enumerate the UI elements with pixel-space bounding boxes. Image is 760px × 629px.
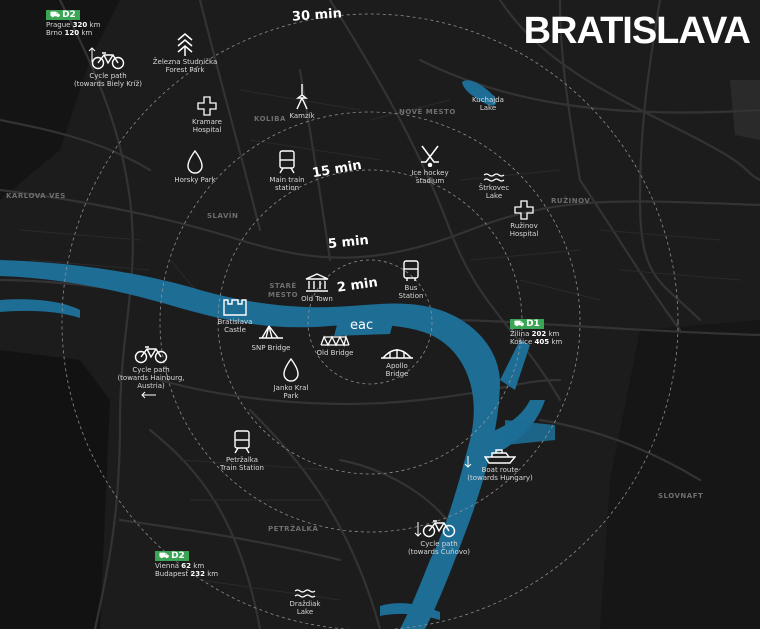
train-icon: [279, 150, 295, 174]
poi-old-bridge[interactable]: Old Bridge: [290, 335, 380, 357]
hospital-icon: [197, 96, 217, 116]
poi-bus-station[interactable]: Bus Station: [366, 260, 456, 300]
poi-horsky-park[interactable]: Horsky Park: [150, 150, 240, 184]
district-petrzalka: PETRŽALKA: [268, 525, 319, 533]
poi-old-town[interactable]: Old Town: [272, 273, 362, 303]
highway-badge: ⛟D2: [46, 10, 80, 20]
svg-text:eac: eac: [350, 318, 373, 333]
poi-janko-kral-park[interactable]: Janko Kral Park: [246, 358, 336, 400]
bicycle-icon: [91, 52, 125, 70]
district-slavin: SLAVÍN: [207, 212, 239, 220]
truss-bridge-icon: [320, 335, 350, 347]
highway-badge: ⛟D1: [510, 319, 544, 329]
ring-2min: [307, 259, 433, 385]
castle-icon: [223, 299, 247, 316]
district-nove-mesto: NOVÉ MESTO: [399, 108, 456, 116]
boat-icon: [484, 449, 516, 464]
city-title: BRATISLAVA: [523, 10, 751, 52]
poi-kamzik[interactable]: Kamzík: [257, 84, 347, 120]
poi-bratislava-castle[interactable]: Bratislava Castle: [190, 296, 280, 334]
lake-icon: [483, 173, 505, 182]
train-icon: [234, 430, 250, 454]
district-karlova-ves: KARLOVA VES: [6, 192, 66, 200]
bicycle-icon: [422, 520, 456, 538]
forest-icon: [177, 33, 193, 56]
bus-icon: [403, 260, 419, 281]
poi-apollo-bridge[interactable]: Apollo Bridge: [352, 346, 442, 378]
poi-boat-route[interactable]: Boat route (towards Hungary): [455, 448, 545, 482]
bicycle-icon: [134, 346, 168, 364]
poi-petrzalka-train-station[interactable]: Petržalka Train Station: [197, 430, 287, 472]
poi-cycle-path-cunovo[interactable]: Cycle path (towards Čuňovo): [394, 520, 484, 556]
poi-kuchajda-lake[interactable]: Kuchajda Lake: [472, 96, 504, 112]
highway-badge: ⛟D2: [155, 551, 189, 561]
poi-main-train-station[interactable]: Main train station: [242, 150, 332, 192]
ring-30min: [61, 13, 679, 629]
poi-cycle-path-hainburg[interactable]: Cycle path (towards Hainburg, Austria): [106, 346, 196, 390]
snp-bridge-icon: [259, 325, 283, 339]
tv-tower-icon: [295, 84, 309, 110]
highway-icon: ⛟: [514, 319, 525, 328]
hospital-icon: [514, 200, 534, 220]
park-icon: [283, 358, 299, 382]
park-icon: [187, 150, 203, 174]
poi-drazdiak-lake[interactable]: Draždiak Lake: [260, 588, 350, 616]
eac-logo[interactable]: eac: [334, 312, 398, 336]
district-koliba: KOLIBA: [254, 115, 286, 123]
highway-icon: ⛟: [50, 10, 61, 19]
poi-strkovec-lake[interactable]: Štrkovec Lake: [449, 172, 539, 200]
poi-ruzinov-hospital[interactable]: Ružinov Hospital: [479, 200, 569, 238]
highway-d2-north[interactable]: ⛟D2 Prague 320 km Brno 120 km: [46, 10, 101, 37]
highway-icon: ⛟: [159, 551, 170, 560]
highway-d1-east[interactable]: ⛟D1 Žilina 202 km Košice 405 km: [510, 319, 563, 346]
poi-forest-park[interactable]: Železna Studnička Forest Park: [140, 32, 230, 74]
ring-15min: [159, 111, 581, 533]
poi-cycle-path-biely-kriz[interactable]: Cycle path (towards Biely Kríž): [63, 52, 153, 88]
poi-snp-bridge[interactable]: SNP Bridge: [226, 324, 316, 352]
arch-bridge-icon: [381, 349, 413, 359]
district-slovnaft: SLOVNAFT: [658, 492, 704, 500]
poi-ice-hockey-stadium[interactable]: Ice hockey stadium: [385, 145, 475, 185]
poi-kramare-hospital[interactable]: Kramare Hospital: [162, 96, 252, 134]
lake-icon: [294, 589, 316, 598]
museum-icon: [305, 273, 329, 292]
district-stare-mesto: STARÉ MESTO: [268, 282, 299, 299]
highway-d2-south[interactable]: ⛟D2 Vienna 62 km Budapest 232 km: [155, 551, 219, 578]
hockey-icon: [421, 145, 439, 167]
district-ruzinov: RUŽINOV: [551, 197, 591, 205]
